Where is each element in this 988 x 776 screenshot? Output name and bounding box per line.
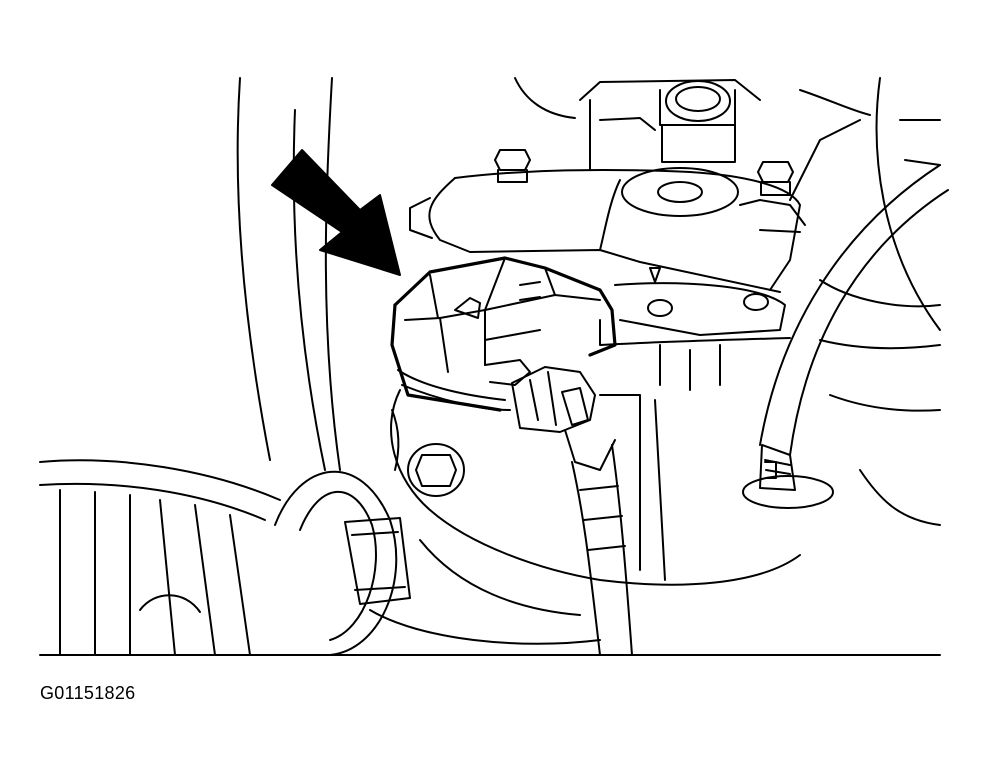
bolt-right xyxy=(757,161,794,196)
transaxle-case xyxy=(369,319,801,645)
switch-housing xyxy=(409,167,806,336)
bracket-bolt xyxy=(391,409,465,497)
right-side-structure xyxy=(789,77,941,526)
bolt-left xyxy=(494,149,531,183)
drive-belt-pulley xyxy=(39,459,411,656)
mounting-boss xyxy=(661,80,736,163)
figure-id-label: G01151826 xyxy=(40,683,136,703)
engine-block-edges xyxy=(236,77,761,471)
inline-plug-connector xyxy=(511,366,616,471)
control-cable xyxy=(742,164,949,509)
wiring-harness xyxy=(571,444,633,656)
arrow-pointer-icon xyxy=(271,149,401,276)
switch-connector xyxy=(390,256,617,412)
